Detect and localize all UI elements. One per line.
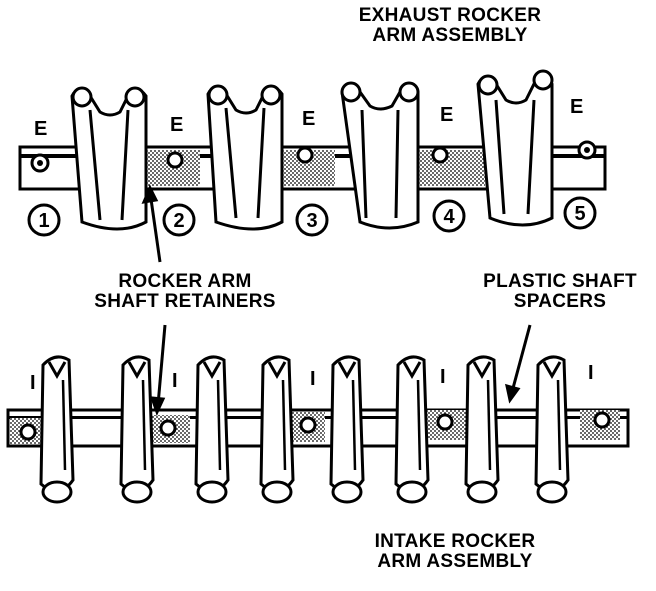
intake-label-line2: ARM ASSEMBLY <box>377 550 533 572</box>
exhaust-label-line1: EXHAUST ROCKER <box>358 5 542 26</box>
intake-rocker-7 <box>464 355 500 504</box>
intake-shaft <box>6 408 630 448</box>
spacers-label: PLASTIC SHAFT SPACERS <box>470 272 650 312</box>
intake-rockers <box>39 355 570 504</box>
intake-rocker-4 <box>259 355 295 504</box>
retainers-label: ROCKER ARM SHAFT RETAINERS <box>90 272 280 312</box>
spacers-label-line1: PLASTIC SHAFT <box>483 271 637 292</box>
intake-label-line1: INTAKE ROCKER <box>374 531 536 552</box>
intake-mark: I <box>588 362 594 384</box>
intake-rocker-6 <box>394 355 430 504</box>
retainers-label-line2: SHAFT RETAINERS <box>94 290 276 312</box>
intake-label: INTAKE ROCKER ARM ASSEMBLY <box>360 532 550 572</box>
bolt-right-exhaust <box>577 140 597 160</box>
intake-rocker-8 <box>534 355 570 504</box>
exhaust-rocker-4 <box>476 69 554 227</box>
exhaust-rocker-2 <box>206 84 284 231</box>
intake-rocker-2 <box>119 355 155 504</box>
exhaust-rocker-3 <box>340 81 420 230</box>
exhaust-label: EXHAUST ROCKER ARM ASSEMBLY <box>355 6 545 46</box>
exhaust-mark: E <box>570 96 584 118</box>
intake-mark: I <box>172 370 178 392</box>
exhaust-mark: E <box>170 114 184 136</box>
intake-rocker-1 <box>39 355 75 504</box>
intake-mark: I <box>310 368 316 390</box>
retainers-label-line1: ROCKER ARM <box>118 271 252 292</box>
intake-mark: I <box>30 372 36 394</box>
exhaust-rocker-1 <box>70 86 148 231</box>
spacers-label-line2: SPACERS <box>513 290 607 312</box>
exhaust-mark: E <box>34 118 48 140</box>
intake-rocker-3 <box>194 355 230 504</box>
exhaust-mark: E <box>302 108 316 130</box>
exhaust-mark: E <box>440 104 454 126</box>
exhaust-label-line2: ARM ASSEMBLY <box>372 24 528 46</box>
intake-rocker-5 <box>329 355 365 504</box>
pointer-lines <box>141 184 532 416</box>
intake-mark: I <box>440 366 446 388</box>
bolt-left-exhaust <box>30 153 50 173</box>
